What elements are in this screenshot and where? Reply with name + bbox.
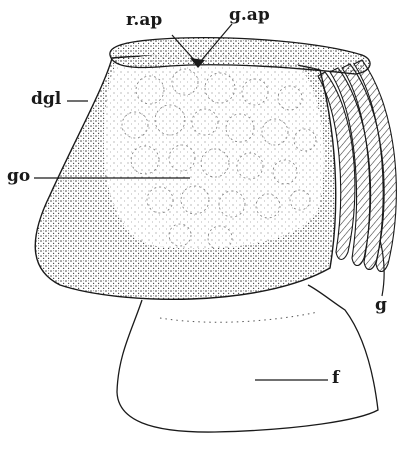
label-g: g [375, 297, 387, 314]
label-g-ap: g.ap [229, 7, 270, 24]
label-dgl: dgl [31, 91, 61, 108]
label-go: go [7, 168, 30, 185]
label-f: f [332, 370, 339, 387]
foot-outline [117, 285, 378, 432]
foot-dotted-line [160, 312, 318, 322]
gonad [104, 52, 324, 250]
label-r-ap: r.ap [126, 12, 162, 29]
